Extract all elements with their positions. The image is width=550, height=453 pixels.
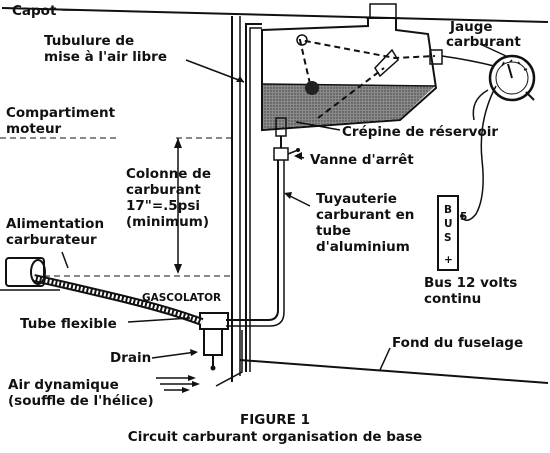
- fuel-column-dimension: [44, 137, 232, 277]
- label-compartiment-1: Compartiment: [6, 105, 116, 121]
- label-colonne-4: (minimum): [126, 214, 209, 230]
- gauge-wire-bus: [461, 85, 497, 221]
- label-air-1: Air dynamique: [8, 377, 119, 393]
- vent-tube: [245, 23, 262, 372]
- float-ball: [305, 81, 319, 95]
- label-fond: Fond du fuselage: [392, 335, 523, 351]
- gascolator: [199, 312, 229, 371]
- carburetor: [0, 257, 60, 291]
- filler-cap: [369, 3, 397, 19]
- label-bus-2: continu: [424, 291, 481, 307]
- label-tuyauterie-1: Tuyauterie: [316, 191, 397, 207]
- label-capot: Capot: [12, 3, 57, 19]
- label-tuyauterie-3: tube: [316, 223, 351, 239]
- float-arm: [298, 38, 436, 85]
- label-tuyauterie-2: carburant en: [316, 207, 414, 223]
- label-alimentation-1: Alimentation: [6, 216, 104, 232]
- gauge-wire-sender: [441, 55, 495, 67]
- label-tubulure-2: mise à l'air libre: [44, 49, 167, 65]
- flexible-hose: [33, 274, 204, 326]
- label-tubulure-1: Tubulure de: [44, 33, 134, 49]
- label-tuyauterie-4: d'aluminium: [316, 239, 410, 255]
- fuselage-bottom-line: [239, 359, 549, 384]
- label-jauge-1: Jauge: [449, 19, 493, 35]
- fuel-level: [263, 84, 435, 129]
- bus-bar: [437, 195, 459, 271]
- ram-air-arrows: [156, 375, 200, 393]
- label-tube-flexible: Tube flexible: [20, 316, 117, 332]
- figure-title: Circuit carburant organisation de base: [128, 429, 422, 445]
- bus-plus: +: [444, 254, 453, 266]
- tank-strainer: [275, 117, 287, 148]
- label-jauge-2: carburant: [446, 34, 521, 50]
- bus-letter-u: U: [444, 218, 453, 230]
- label-colonne-3: 17"=.5psi: [126, 198, 200, 214]
- label-vanne: Vanne d'arrêt: [310, 152, 414, 168]
- bus-terminal-5: 5: [460, 211, 467, 223]
- label-drain: Drain: [110, 350, 151, 366]
- label-air-2: (souffle de l'hélice): [8, 393, 154, 409]
- label-bus-1: Bus 12 volts: [424, 275, 517, 291]
- aluminium-fuel-line: [226, 160, 279, 321]
- cowling-line: [1, 7, 549, 23]
- label-colonne-2: carburant: [126, 182, 201, 198]
- label-alimentation-2: carburateur: [6, 232, 97, 248]
- label-colonne-1: Colonne de: [126, 166, 211, 182]
- fuel-tank: [261, 3, 443, 132]
- label-gascolator: GASCOLATOR: [142, 292, 221, 304]
- bus-letter-b: B: [444, 204, 452, 216]
- shutoff-valve: [273, 147, 300, 161]
- fuel-gauge: [488, 54, 536, 102]
- label-crepine: Crépine de réservoir: [342, 124, 498, 140]
- ram-air-tube: [215, 330, 243, 387]
- label-compartiment-2: moteur: [6, 121, 62, 137]
- leader-lines: [61, 9, 507, 371]
- figure-number: FIGURE 1: [240, 412, 310, 428]
- bus-letter-s: S: [444, 232, 452, 244]
